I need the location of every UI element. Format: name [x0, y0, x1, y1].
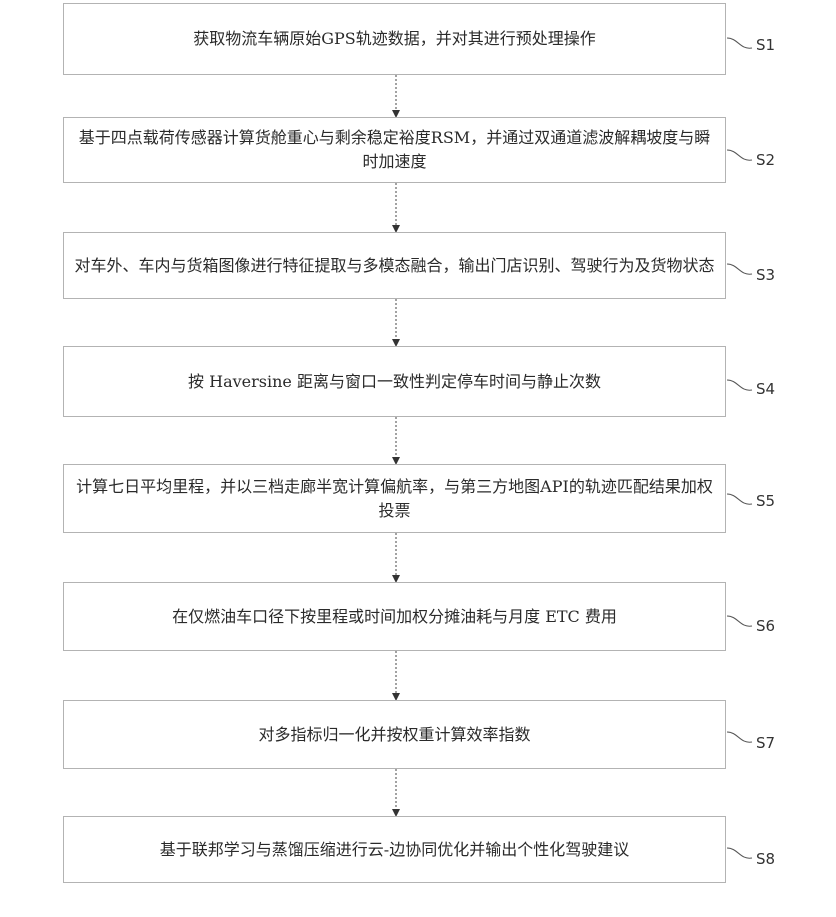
step-s1-box: 获取物流车辆原始GPS轨迹数据，并对其进行预处理操作 [63, 3, 726, 75]
leader-s3 [727, 264, 752, 274]
step-s7-label: S7 [756, 734, 775, 752]
step-s8-text: 基于联邦学习与蒸馏压缩进行云-边协同优化并输出个性化驾驶建议 [160, 838, 629, 862]
leader-s5 [727, 494, 752, 504]
step-s3-text: 对车外、车内与货箱图像进行特征提取与多模态融合，输出门店识别、驾驶行为及货物状态 [74, 254, 714, 278]
leader-s1 [727, 38, 752, 48]
step-s4-box: 按 Haversine 距离与窗口一致性判定停车时间与静止次数 [63, 346, 726, 417]
leader-s8 [727, 848, 752, 858]
leader-s7 [727, 732, 752, 742]
step-s7-box: 对多指标归一化并按权重计算效率指数 [63, 700, 726, 769]
step-s1-label: S1 [756, 36, 775, 54]
step-s5-box: 计算七日平均里程，并以三档走廊半宽计算偏航率，与第三方地图API的轨迹匹配结果加… [63, 464, 726, 533]
step-s2-box: 基于四点载荷传感器计算货舱重心与剩余稳定裕度RSM，并通过双通道滤波解耦坡度与瞬… [63, 117, 726, 183]
step-s6-label: S6 [756, 617, 775, 635]
step-s2-text: 基于四点载荷传感器计算货舱重心与剩余稳定裕度RSM，并通过双通道滤波解耦坡度与瞬… [74, 126, 715, 174]
leader-s4 [727, 380, 752, 390]
step-s1-text: 获取物流车辆原始GPS轨迹数据，并对其进行预处理操作 [193, 27, 596, 51]
step-s4-label: S4 [756, 380, 775, 398]
step-s4-text: 按 Haversine 距离与窗口一致性判定停车时间与静止次数 [188, 370, 601, 394]
step-s8-box: 基于联邦学习与蒸馏压缩进行云-边协同优化并输出个性化驾驶建议 [63, 816, 726, 883]
step-s8-label: S8 [756, 850, 775, 868]
step-s6-box: 在仅燃油车口径下按里程或时间加权分摊油耗与月度 ETC 费用 [63, 582, 726, 651]
step-s3-label: S3 [756, 266, 775, 284]
step-s2-label: S2 [756, 151, 775, 169]
step-s3-box: 对车外、车内与货箱图像进行特征提取与多模态融合，输出门店识别、驾驶行为及货物状态 [63, 232, 726, 299]
leader-s2 [727, 150, 752, 160]
leader-s6 [727, 616, 752, 626]
step-s7-text: 对多指标归一化并按权重计算效率指数 [258, 723, 530, 747]
step-s5-text: 计算七日平均里程，并以三档走廊半宽计算偏航率，与第三方地图API的轨迹匹配结果加… [74, 475, 715, 523]
step-s5-label: S5 [756, 492, 775, 510]
step-s6-text: 在仅燃油车口径下按里程或时间加权分摊油耗与月度 ETC 费用 [172, 605, 617, 629]
